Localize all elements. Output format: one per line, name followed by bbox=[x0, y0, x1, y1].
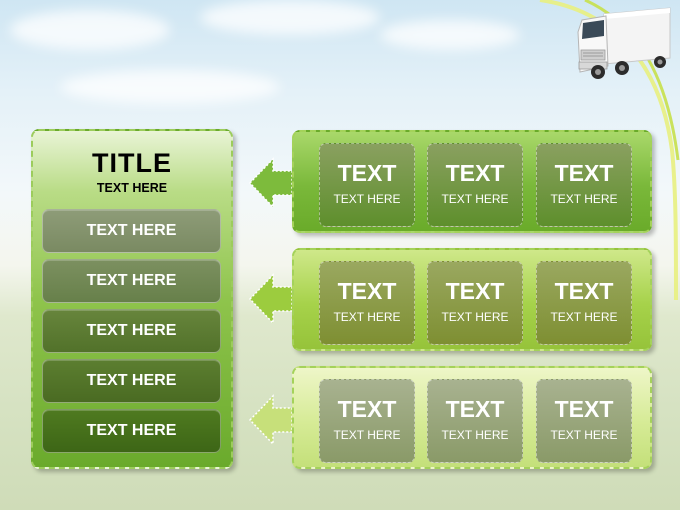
box-heading: TEXT bbox=[445, 160, 505, 186]
box-heading: TEXT bbox=[445, 396, 505, 422]
box-text: TEXT HERE bbox=[550, 310, 618, 324]
text-box: TEXT TEXT HERE bbox=[319, 143, 415, 227]
arrow-left-icon bbox=[249, 157, 293, 209]
arrow-left-icon bbox=[249, 273, 293, 325]
box-text: TEXT HERE bbox=[550, 428, 618, 442]
text-box: TEXT TEXT HERE bbox=[427, 261, 523, 345]
box-heading: TEXT bbox=[554, 160, 614, 186]
box-text: TEXT HERE bbox=[441, 310, 509, 324]
truck-icon bbox=[577, 7, 671, 79]
list-item: TEXT HERE bbox=[42, 309, 221, 353]
panel-subtitle: TEXT HERE bbox=[96, 181, 168, 195]
list-item: TEXT HERE bbox=[42, 409, 221, 453]
text-box: TEXT TEXT HERE bbox=[427, 379, 523, 463]
list-item: TEXT HERE bbox=[42, 209, 221, 253]
box-heading: TEXT bbox=[337, 160, 397, 186]
text-box: TEXT TEXT HERE bbox=[536, 261, 632, 345]
row-panel-3: TEXT TEXT HERE TEXT TEXT HERE TEXT TEXT … bbox=[292, 366, 652, 469]
box-text: TEXT HERE bbox=[441, 428, 509, 442]
list-item: TEXT HERE bbox=[42, 359, 221, 403]
box-heading: TEXT bbox=[554, 396, 614, 422]
box-heading: TEXT bbox=[554, 278, 614, 304]
box-text: TEXT HERE bbox=[441, 192, 509, 206]
cloud bbox=[380, 20, 520, 50]
cloud bbox=[60, 70, 280, 104]
list-item: TEXT HERE bbox=[42, 259, 221, 303]
row-panel-2: TEXT TEXT HERE TEXT TEXT HERE TEXT TEXT … bbox=[292, 248, 652, 351]
text-box: TEXT TEXT HERE bbox=[319, 261, 415, 345]
text-box: TEXT TEXT HERE bbox=[536, 379, 632, 463]
arrow-left-icon bbox=[249, 394, 293, 446]
text-box: TEXT TEXT HERE bbox=[536, 143, 632, 227]
cloud bbox=[200, 0, 380, 35]
row-panel-1: TEXT TEXT HERE TEXT TEXT HERE TEXT TEXT … bbox=[292, 130, 652, 233]
box-heading: TEXT bbox=[337, 278, 397, 304]
cloud bbox=[10, 10, 170, 50]
text-box: TEXT TEXT HERE bbox=[319, 379, 415, 463]
box-heading: TEXT bbox=[337, 396, 397, 422]
title-panel: TITLE TEXT HERE TEXT HERE TEXT HERE TEXT… bbox=[31, 129, 233, 469]
box-text: TEXT HERE bbox=[550, 192, 618, 206]
box-text: TEXT HERE bbox=[333, 428, 401, 442]
box-text: TEXT HERE bbox=[333, 192, 401, 206]
box-text: TEXT HERE bbox=[333, 310, 401, 324]
box-heading: TEXT bbox=[445, 278, 505, 304]
panel-title: TITLE bbox=[92, 148, 172, 178]
text-box: TEXT TEXT HERE bbox=[427, 143, 523, 227]
